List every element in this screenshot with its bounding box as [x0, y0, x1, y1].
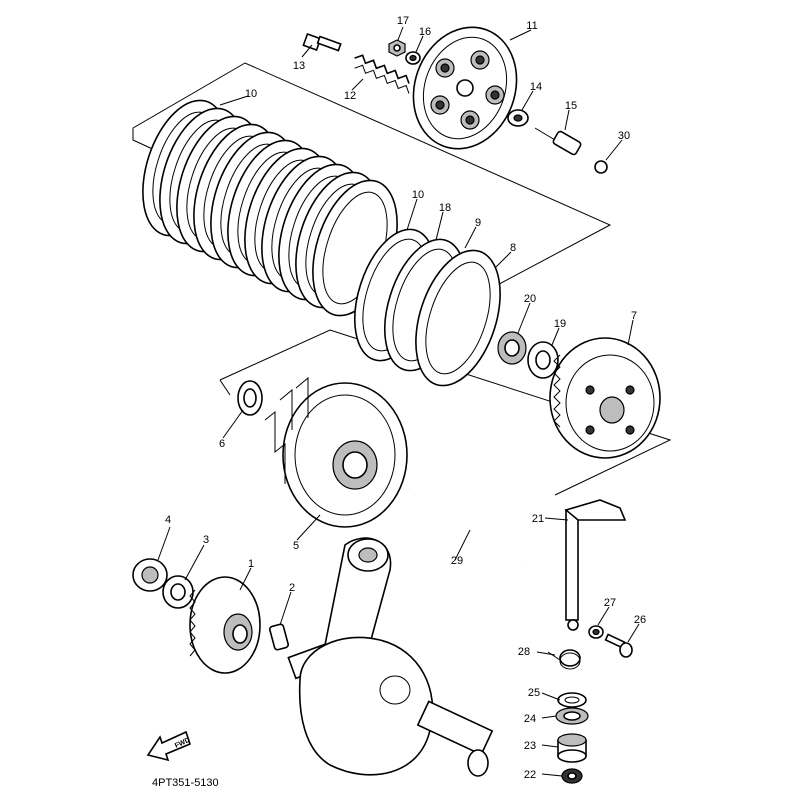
callout-23: 23 — [524, 740, 536, 752]
part-23-bearing — [557, 733, 587, 763]
callout-4: 4 — [165, 514, 171, 526]
callout-8: 8 — [510, 242, 516, 254]
part-6-thrust-washer — [237, 380, 263, 416]
callout-30: 30 — [618, 130, 630, 142]
callout-24: 24 — [524, 713, 536, 725]
callout-15: 15 — [565, 100, 577, 112]
part-30-ball — [594, 160, 608, 174]
part-8-plate — [415, 249, 501, 387]
part-24-washer — [555, 707, 589, 725]
leader-lines — [157, 26, 640, 777]
part-28-spring — [547, 649, 581, 670]
part-7-clutch-boss — [549, 337, 661, 459]
callout-10b: 10 — [412, 189, 424, 201]
callout-19: 19 — [554, 318, 566, 330]
part-12-spring — [354, 54, 410, 94]
callout-25: 25 — [528, 687, 540, 699]
callout-13: 13 — [293, 60, 305, 72]
callout-11: 11 — [526, 20, 537, 32]
callout-7: 7 — [631, 310, 637, 322]
clutch-plates-boundary — [132, 62, 612, 291]
callout-21: 21 — [532, 513, 544, 525]
part-3-lock-washer — [162, 575, 194, 609]
callout-12: 12 — [344, 90, 356, 102]
callout-labels: 1 2 3 4 5 6 7 8 9 10 10 11 12 13 14 15 1… — [165, 15, 646, 781]
callout-3: 3 — [203, 534, 209, 546]
callout-22: 22 — [524, 769, 536, 781]
part-1-primary-drive-gear — [189, 576, 261, 674]
callout-10a: 10 — [245, 88, 257, 100]
callout-27: 27 — [604, 597, 616, 609]
part-27-washer — [588, 625, 604, 639]
part-4-nut — [132, 558, 168, 592]
part-15-push-rod — [534, 127, 582, 156]
callout-14: 14 — [530, 81, 542, 93]
part-13-bolt — [302, 32, 342, 52]
part-22-bearing — [561, 768, 583, 784]
part-16-washer — [405, 51, 421, 65]
part-14-pushrod-cap — [507, 109, 529, 127]
callout-16: 16 — [419, 26, 431, 38]
part-19-washer — [527, 341, 559, 379]
clutch-housing-boundary — [219, 329, 672, 496]
callout-26: 26 — [634, 614, 646, 626]
callout-18: 18 — [439, 202, 451, 214]
part-21-push-lever — [564, 499, 627, 631]
callout-1: 1 — [248, 558, 254, 570]
part-11-pressure-plate — [412, 26, 518, 150]
clutch-plates-stack — [142, 99, 398, 317]
callout-20: 20 — [524, 293, 536, 305]
callout-9: 9 — [475, 217, 481, 229]
forward-direction-arrow: FWD — [146, 730, 191, 762]
callout-29: 29 — [451, 555, 463, 567]
drawing-code: 4PT351-5130 — [152, 777, 219, 789]
callout-5: 5 — [293, 540, 299, 552]
part-25-oil-seal — [557, 692, 587, 708]
part-17-nut — [388, 39, 406, 57]
callout-6: 6 — [219, 438, 225, 450]
callout-17: 17 — [397, 15, 409, 27]
callout-28: 28 — [518, 646, 530, 658]
callout-2: 2 — [289, 582, 295, 594]
part-2-woodruff-key — [269, 623, 289, 651]
part-26-bolt — [604, 633, 633, 658]
part-20-bearing — [497, 331, 527, 365]
crankshaft — [287, 537, 494, 777]
part-5-clutch-housing — [264, 376, 408, 528]
